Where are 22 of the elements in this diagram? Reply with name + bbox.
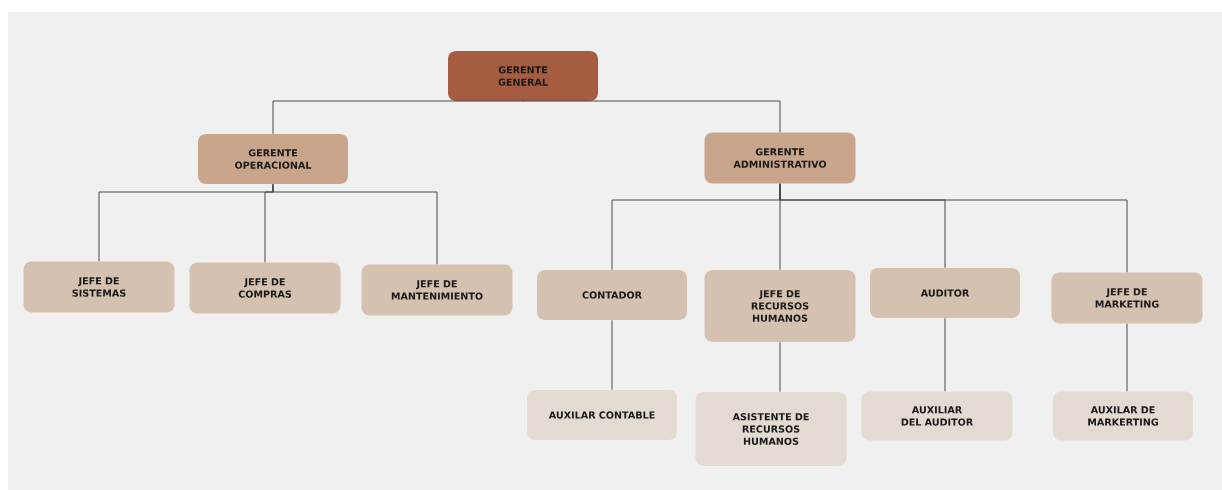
connector-line xyxy=(611,319,613,391)
connector-line xyxy=(1126,323,1128,392)
org-box: ASISTENTE DE RECURSOS HUMANOS xyxy=(695,392,847,466)
connector-line xyxy=(272,100,524,135)
org-box: AUXILIAR DEL AUDITOR xyxy=(861,391,1013,441)
org-box: GERENTE ADMINISTRATIVO xyxy=(704,132,856,184)
org-box: JEFE DE COMPRAS xyxy=(189,262,341,314)
connector-line xyxy=(272,183,438,265)
org-box: GERENTE GENERAL xyxy=(448,51,598,101)
connector-line xyxy=(944,317,946,392)
org-box: AUXILAR DE MARKERTING xyxy=(1053,391,1193,441)
org-box: JEFE DE MANTENIMIENTO xyxy=(361,264,513,316)
org-box: GERENTE OPERACIONAL xyxy=(198,134,348,184)
connector-line xyxy=(779,183,1128,273)
org-box: CONTADOR xyxy=(537,270,687,320)
connector-line xyxy=(522,100,781,133)
org-box: JEFE DE MARKETING xyxy=(1051,272,1203,324)
org-box: JEFE DE RECURSOS HUMANOS xyxy=(704,270,856,342)
connector-line xyxy=(779,341,781,393)
org-box: JEFE DE SISTEMAS xyxy=(23,261,175,313)
org-box: AUXILAR CONTABLE xyxy=(527,390,677,440)
org-box: AUDITOR xyxy=(870,268,1020,318)
